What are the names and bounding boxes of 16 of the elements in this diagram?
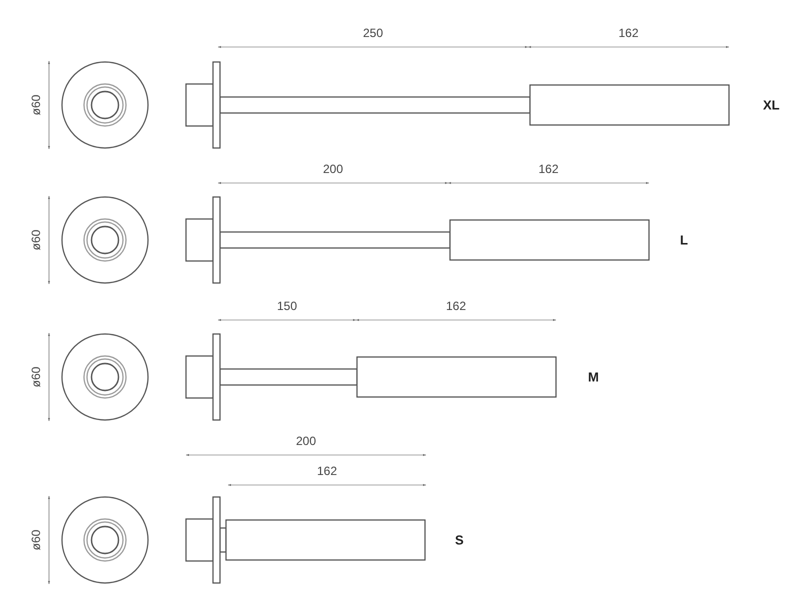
dimension-label: 200 [322, 163, 344, 175]
dimension-label: 162 [316, 465, 338, 477]
dimension-label: 150 [276, 300, 298, 312]
dimension-label: ø60 [30, 366, 42, 388]
size-label: L [680, 234, 688, 246]
dimension-label: 200 [296, 435, 316, 447]
size-label: M [588, 370, 599, 384]
dimension-label: ø60 [30, 230, 42, 250]
dimension-label: 162 [538, 163, 559, 175]
dimension-label: 162 [618, 27, 639, 39]
dimension-label: ø60 [30, 94, 42, 116]
dimension-label: 250 [362, 27, 384, 39]
dimension-label: 162 [446, 300, 466, 312]
size-label: XL [763, 98, 780, 112]
dimension-label: ø60 [30, 530, 42, 550]
size-label: S [455, 534, 464, 546]
